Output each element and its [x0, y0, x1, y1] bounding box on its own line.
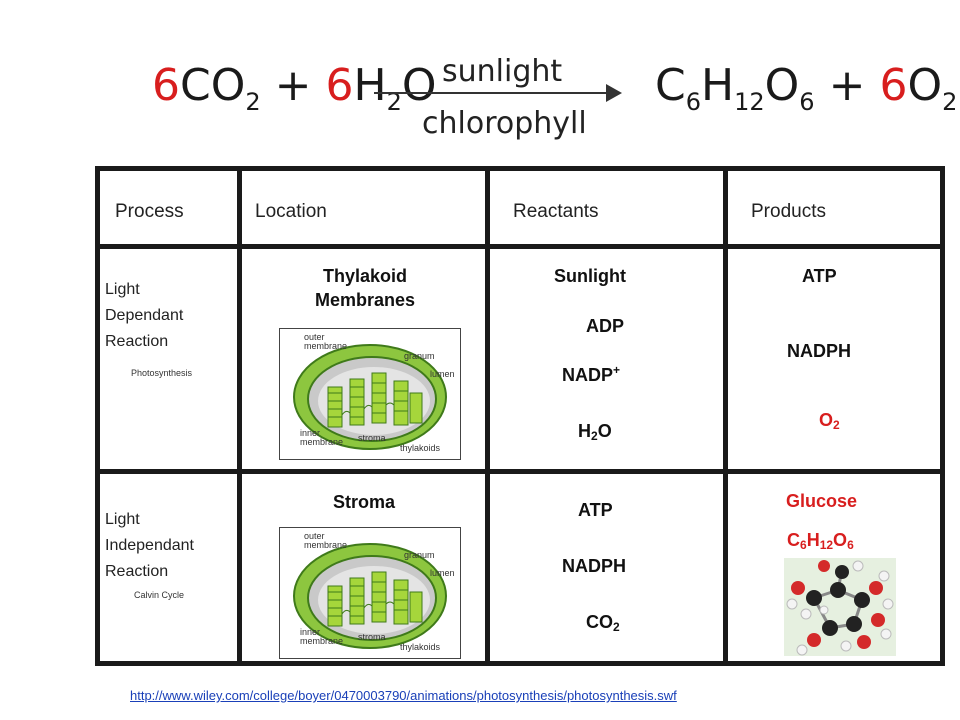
chloroplast-label: outer membrane — [304, 531, 348, 550]
co2-coefficient: 6 — [152, 60, 180, 111]
chloroplast-label: stroma — [358, 632, 386, 642]
sunlight-label: sunlight — [442, 54, 563, 89]
process-note-calvin-cycle: Calvin Cycle — [134, 590, 185, 600]
process-note-photosynthesis: Photosynthesis — [131, 368, 193, 378]
equation-reactants: 6CO2 + 6H2O — [152, 60, 437, 116]
chloroplast-diagram-icon: outer membrane granum lumen inner membra… — [279, 527, 461, 659]
reactant-nadph: NADPH — [562, 556, 627, 576]
table-border-top — [95, 166, 945, 171]
header-reactants: Reactants — [513, 201, 599, 222]
chloroplast-label: stroma — [358, 433, 386, 443]
table-border-right — [940, 166, 945, 666]
co2-formula: CO — [180, 60, 246, 111]
chloroplast-label: granum — [404, 550, 435, 560]
header-process: Process — [115, 201, 184, 222]
reactant-sunlight: Sunlight — [554, 266, 626, 286]
process-light-dependent: Light Dependant Reaction — [105, 281, 184, 350]
glucose-formula: C — [655, 60, 686, 111]
chloroplast-diagram — [293, 344, 447, 450]
reactant-h2o: H2O — [578, 421, 612, 443]
header-location: Location — [255, 201, 327, 222]
reactant-adp: ADP — [586, 316, 625, 336]
plus-sign: + — [828, 60, 866, 111]
chloroplast-label: inner membrane — [300, 627, 344, 646]
chloroplast-label: inner membrane — [300, 428, 344, 447]
chloroplast-label: lumen — [430, 369, 455, 379]
product-nadph: NADPH — [787, 341, 852, 361]
equation-products: C6H12O6 + 6O2 — [655, 60, 958, 116]
table-border-left — [95, 166, 100, 666]
chloroplast-diagram — [293, 543, 447, 649]
header-products: Products — [751, 201, 826, 222]
product-glucose-formula: C6H12O6 — [787, 530, 854, 552]
chloroplast-label: outer membrane — [304, 332, 348, 351]
chloroplast-diagram-icon: outer membrane granum lumen inner membra… — [279, 328, 461, 460]
h2o-coefficient: 6 — [325, 60, 354, 111]
product-o2: O2 — [819, 410, 840, 432]
table-col-divider — [485, 166, 490, 666]
location-thylakoid-membranes: Thylakoid Membranes — [314, 266, 416, 311]
product-atp: ATP — [802, 266, 837, 286]
table-border-bottom — [95, 661, 945, 666]
reaction-arrow-head — [606, 84, 622, 102]
reactant-atp: ATP — [578, 500, 613, 520]
photosynthesis-equation: 6CO2 + 6H2O sunlight chlorophyll C6H12O6… — [150, 40, 957, 150]
process-light-independent: Light Independant Reaction — [105, 511, 194, 580]
o2-coefficient: 6 — [879, 60, 908, 111]
plus-sign: + — [274, 60, 312, 111]
chloroplast-label: thylakoids — [400, 443, 441, 453]
h2o-formula: H — [353, 60, 387, 111]
reactant-nadp: NADP+ — [562, 363, 621, 385]
table-row-divider — [95, 469, 945, 474]
source-link[interactable]: http://www.wiley.com/college/boyer/04700… — [130, 688, 677, 703]
product-glucose: Glucose — [786, 491, 858, 511]
reaction-arrow — [374, 92, 610, 94]
reactant-co2: CO2 — [586, 612, 620, 634]
table-col-divider — [237, 166, 242, 666]
glucose-molecule-model-icon — [784, 558, 896, 656]
table-row-divider — [95, 244, 945, 249]
chloroplast-label: thylakoids — [400, 642, 441, 652]
table-col-divider — [723, 166, 728, 666]
chlorophyll-label: chlorophyll — [422, 106, 587, 141]
chloroplast-label: lumen — [430, 568, 455, 578]
location-stroma: Stroma — [333, 492, 396, 512]
chloroplast-label: granum — [404, 351, 435, 361]
o2-formula: O — [907, 60, 943, 111]
